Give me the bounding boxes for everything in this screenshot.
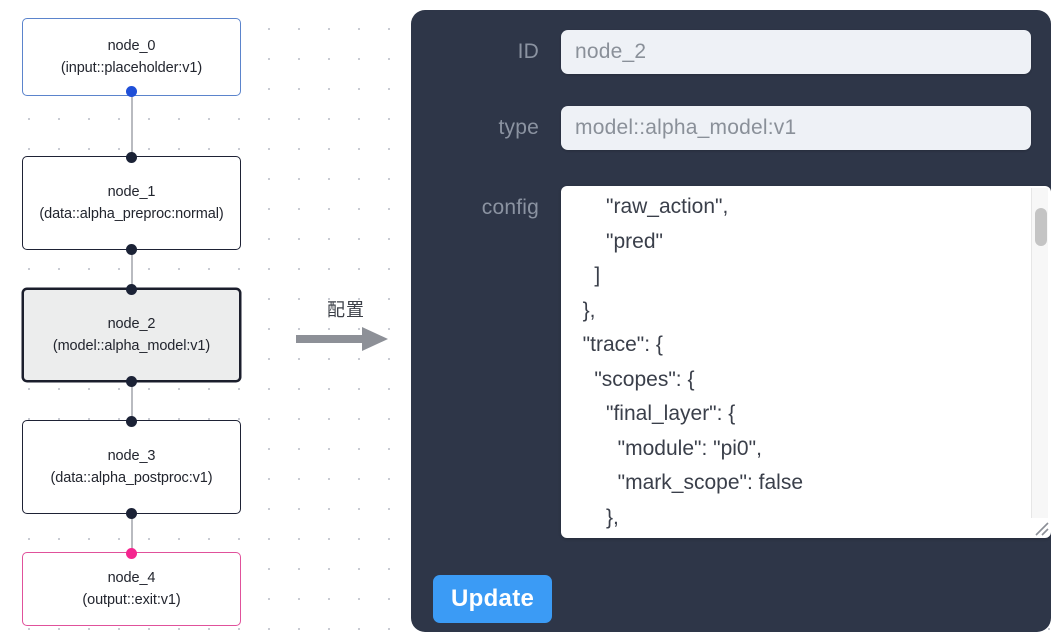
arrow-right-icon (296, 327, 388, 351)
resize-handle-icon[interactable] (1030, 517, 1050, 537)
node-type: (input::placeholder:v1) (60, 60, 203, 76)
node-handle-target-node_1[interactable] (126, 151, 137, 163)
graph-node-node_2[interactable]: node_2 (model::alpha_model:v1) (22, 288, 241, 382)
edge-node1-node2 (130, 246, 133, 292)
node-type: (model::alpha_model:v1) (52, 338, 211, 354)
node-type: (data::alpha_preproc:normal) (39, 206, 224, 222)
node-handle-source-node_2[interactable] (126, 375, 137, 387)
config-scrollbar[interactable] (1031, 188, 1048, 518)
node-type: (output::exit:v1) (82, 592, 181, 608)
arrow-label: 配置 (327, 300, 365, 321)
type-field-label: type (498, 116, 539, 139)
form-row-id: ID (431, 30, 1031, 74)
node-handle-source-node_0[interactable] (126, 85, 137, 97)
config-scrollbar-thumb[interactable] (1034, 208, 1047, 246)
edge-node0-node1 (130, 90, 133, 160)
config-field-label: config (481, 196, 539, 219)
id-input[interactable] (561, 30, 1031, 74)
config-textarea[interactable]: "raw_action", "pred" ] }, "trace": { "sc… (561, 186, 1051, 538)
graph-node-node_0[interactable]: node_0 (input::placeholder:v1) (22, 18, 241, 96)
graph-node-node_4[interactable]: node_4 (output::exit:v1) (22, 552, 241, 626)
node-handle-source-node_3[interactable] (126, 507, 137, 519)
node-handle-target-node_4[interactable] (126, 547, 137, 559)
form-row-config: config "raw_action", "pred" ] }, "trace"… (431, 186, 1051, 538)
form-row-type: type (431, 106, 1031, 150)
id-field-label: ID (517, 40, 539, 63)
node-label: node_1 (107, 184, 156, 200)
node-handle-source-node_1[interactable] (126, 243, 137, 255)
node-label: node_3 (107, 448, 156, 464)
edge-node3-node4 (130, 510, 133, 556)
edge-node2-node3 (130, 378, 133, 424)
node-graph-canvas[interactable]: node_0 (input::placeholder:v1) node_1 (d… (0, 0, 290, 643)
config-editor[interactable]: "raw_action", "pred" ] }, "trace": { "sc… (561, 186, 1051, 538)
node-config-panel: ID type config "raw_action", "pred" ] },… (411, 10, 1051, 632)
type-input[interactable] (561, 106, 1031, 150)
node-label: node_0 (107, 38, 156, 54)
node-handle-target-node_3[interactable] (126, 415, 137, 427)
graph-node-node_3[interactable]: node_3 (data::alpha_postproc:v1) (22, 420, 241, 514)
node-label: node_4 (107, 570, 156, 586)
node-label: node_2 (107, 316, 156, 332)
update-button[interactable]: Update (433, 575, 553, 623)
configure-arrow-annotation: 配置 (296, 296, 396, 358)
node-handle-target-node_2[interactable] (126, 283, 137, 295)
graph-node-node_1[interactable]: node_1 (data::alpha_preproc:normal) (22, 156, 241, 250)
node-type: (data::alpha_postproc:v1) (50, 470, 213, 486)
